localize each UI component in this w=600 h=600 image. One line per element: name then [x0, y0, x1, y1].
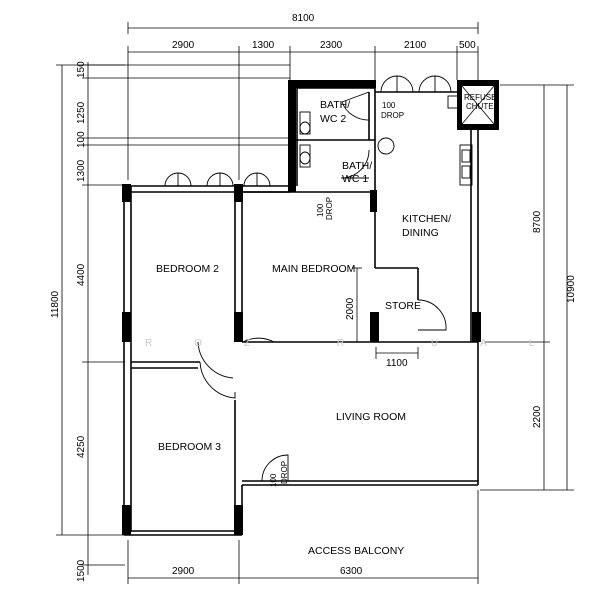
dim-left-seg1: 150: [76, 61, 87, 78]
dim-top-total: 8100: [292, 13, 315, 24]
access-balcony-label: ACCESS BALCONY: [308, 545, 404, 557]
drop-top-value: 100: [382, 101, 396, 110]
dim-bottom-seg2: 6300: [340, 566, 363, 577]
dim-top-seg4: 2100: [404, 40, 427, 51]
dim-top-seg5: 500: [459, 40, 476, 51]
bath-wc1-label-2: WC 1: [342, 173, 368, 185]
drop-wc1-value: 100: [316, 203, 325, 217]
dim-right-outer: 10900: [566, 275, 577, 303]
bedroom-2-label: BEDROOM 2: [156, 263, 219, 275]
dim-left-seg7: 1500: [76, 559, 87, 582]
bedroom-3-label: BEDROOM 3: [158, 441, 221, 453]
store-label: STORE: [385, 300, 421, 312]
dim-right-lower: 2200: [532, 405, 543, 428]
dimension-lines: [56, 22, 574, 584]
columns: [122, 80, 481, 535]
dim-left-total: 11800: [50, 290, 61, 318]
dim-right-upper: 8700: [532, 210, 543, 233]
living-room-label: LIVING ROOM: [336, 411, 406, 423]
bath-wc2-label: BATH/: [320, 99, 350, 111]
dim-top-seg3: 2300: [320, 40, 343, 51]
drop-living-label: DROP: [280, 461, 289, 484]
dimension-labels: 8100 2900 1300 2300 2100 500 2900 6300 1…: [50, 13, 577, 582]
watermark: ROZ R UAL: [145, 338, 576, 349]
kitchen-label-2: DINING: [402, 227, 439, 239]
room-labels: BATH/ WC 2 BATH/ WC 1 KITCHEN/ DINING BE…: [156, 93, 496, 557]
dim-top-seg1: 2900: [172, 40, 195, 51]
dim-left-seg6: 4250: [76, 435, 87, 458]
refuse-chute-label: REFUSE: [464, 93, 496, 102]
bath-wc2-label-2: WC 2: [320, 113, 346, 125]
refuse-chute: [457, 80, 499, 130]
dim-store-height: 2000: [345, 297, 356, 320]
drop-wc1-label: DROP: [325, 197, 334, 220]
drop-labels: 100 DROP 100 DROP 100 DROP: [269, 101, 404, 487]
refuse-chute-label-2: CHUTE: [466, 102, 494, 111]
walls: [123, 80, 479, 536]
drop-top-label: DROP: [381, 111, 404, 120]
dim-left-seg5: 4400: [76, 263, 87, 286]
kitchen-label: KITCHEN/: [402, 213, 451, 225]
main-bedroom-label: MAIN BEDROOM: [272, 263, 355, 275]
dim-bottom-seg1: 2900: [172, 566, 195, 577]
drop-living-value: 100: [269, 473, 278, 487]
dim-left-seg2: 1250: [76, 101, 87, 124]
dim-left-seg4: 1300: [76, 159, 87, 182]
dim-top-seg2: 1300: [252, 40, 275, 51]
dim-store-width: 1100: [386, 358, 408, 369]
bath-wc1-label: BATH/: [342, 160, 372, 172]
doors: [164, 75, 452, 482]
fixtures: [299, 95, 473, 186]
dim-left-seg3: 100: [76, 131, 87, 148]
